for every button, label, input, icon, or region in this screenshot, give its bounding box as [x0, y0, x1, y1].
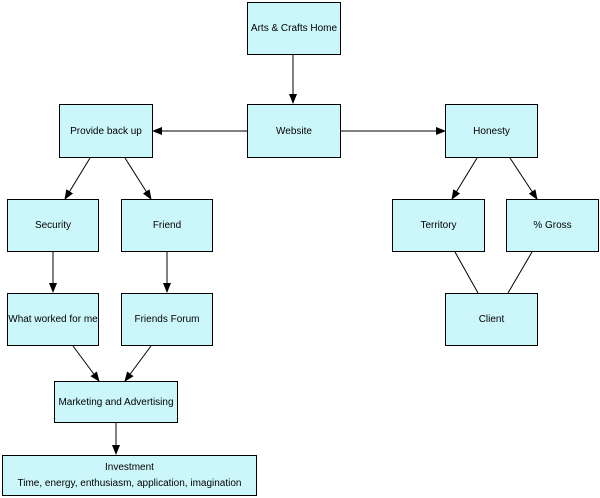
node-label: Territory	[420, 220, 457, 231]
node-label: Honesty	[473, 125, 510, 137]
edge-territory-to-client	[454, 251, 479, 294]
node-label: Friends Forum	[134, 314, 200, 325]
node-label: What worked for me	[8, 314, 98, 325]
edge-gross-to-client	[507, 251, 533, 294]
node-friends-forum: Friends Forum	[121, 293, 213, 346]
node-label: Arts & Crafts Home	[250, 23, 338, 34]
node-what-worked-for-me: What worked for me	[7, 293, 99, 346]
edge-backup-to-friend	[124, 157, 152, 200]
node-security: Security	[7, 199, 99, 252]
node-percent-gross: % Gross	[506, 199, 599, 252]
edge-worked-to-marketing	[72, 345, 100, 382]
node-label: Friend	[152, 220, 182, 231]
node-label: Security	[34, 220, 72, 231]
node-website: Website	[247, 104, 341, 158]
edge-forum-to-marketing	[124, 345, 152, 382]
node-friend: Friend	[121, 199, 213, 252]
node-label: Marketing and Advertising	[58, 396, 174, 408]
edge-backup-to-security	[64, 157, 91, 200]
node-label: Provide back up	[70, 125, 142, 137]
node-arts-crafts-home: Arts & Crafts Home	[247, 2, 341, 55]
node-provide-back-up: Provide back up	[59, 104, 153, 158]
node-territory: Territory	[392, 199, 485, 252]
edge-honesty-to-gross	[509, 157, 538, 200]
node-label: % Gross	[533, 220, 572, 231]
node-marketing-and-advertising: Marketing and Advertising	[54, 381, 178, 423]
node-honesty: Honesty	[445, 104, 538, 158]
node-client: Client	[445, 293, 538, 346]
node-title: Investment	[105, 461, 154, 473]
node-label: Client	[478, 314, 505, 325]
node-label: Website	[276, 125, 312, 137]
node-detail: Time, energy, enthusiasm, application, i…	[17, 478, 242, 490]
edge-honesty-to-territory	[451, 157, 478, 200]
node-investment: Investment Time, energy, enthusiasm, app…	[2, 455, 257, 496]
